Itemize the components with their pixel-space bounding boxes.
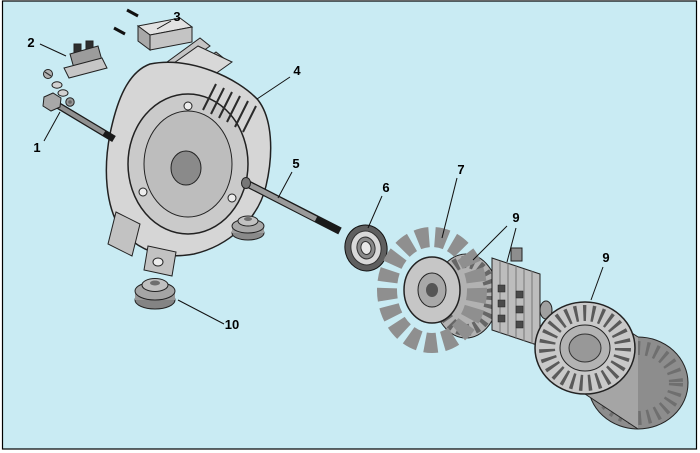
callout-leader-lines bbox=[39, 20, 604, 325]
callout-10-label: 10 bbox=[225, 317, 239, 332]
part-4-drive-end-housing bbox=[105, 37, 272, 277]
callout-2-label: 2 bbox=[27, 35, 34, 50]
callout-7-label: 7 bbox=[457, 162, 464, 177]
callout-9a-label: 9 bbox=[512, 210, 519, 225]
callout-9b-label: 9 bbox=[602, 250, 609, 265]
part-9-stator-core bbox=[534, 301, 689, 430]
callout-5-label: 5 bbox=[292, 156, 299, 171]
callout-6-label: 6 bbox=[382, 180, 389, 195]
callout-1-label: 1 bbox=[33, 140, 40, 155]
housing-vent-slots bbox=[202, 83, 257, 133]
callout-3-label: 3 bbox=[173, 9, 180, 24]
callout-4-label: 4 bbox=[293, 63, 301, 78]
rubber-isolator-small bbox=[231, 215, 265, 241]
part-5-through-stud bbox=[241, 177, 342, 235]
part-2-regulator bbox=[43, 40, 108, 107]
part-6-bearing bbox=[344, 224, 388, 272]
part-7-cooling-fan bbox=[377, 227, 487, 353]
rectifier-diodes bbox=[497, 284, 524, 329]
part-1-mounting-bolt bbox=[42, 92, 116, 143]
part-3-terminal-box bbox=[113, 8, 194, 51]
part-10-rubber-mount bbox=[134, 278, 176, 310]
